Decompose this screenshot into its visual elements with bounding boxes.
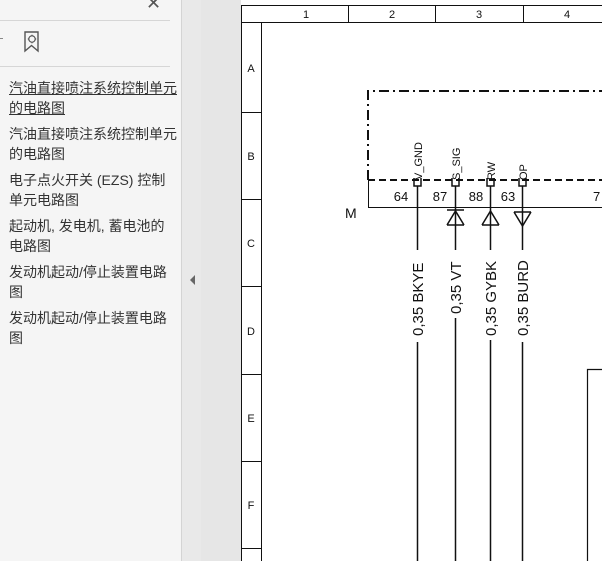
control-unit-outline [367, 90, 602, 180]
panel-divider [0, 66, 170, 67]
document-view[interactable]: 1 2 3 4 A B C D E F M [201, 0, 602, 561]
column-label: 3 [476, 9, 482, 21]
pin-signal-label: RW [486, 161, 498, 180]
wire-label: 0,35 BKYE [410, 263, 427, 336]
triangle-left-icon[interactable] [189, 274, 197, 286]
bookmark-settings-icon[interactable] [22, 30, 44, 54]
wire-label: 0,35 GYBK [483, 261, 500, 336]
row-label: E [247, 413, 254, 425]
frame-outer [241, 5, 602, 561]
pin-number: 64 [394, 189, 408, 204]
bookmark-item[interactable]: 汽油直接喷注系统控制单元的电路图 [9, 80, 177, 116]
bookmark-item[interactable]: 发动机起动/停止装置电路图 [9, 310, 167, 346]
pin-number: 87 [433, 189, 447, 204]
panel-edge-mark [0, 38, 3, 39]
row-label: C [247, 238, 255, 250]
pin-number: 63 [501, 189, 515, 204]
wires [416, 186, 524, 561]
bookmark-item[interactable]: 发动机起动/停止装置电路图 [9, 264, 167, 300]
panel-divider [0, 20, 170, 21]
pin-number: 7 [593, 189, 600, 204]
wire-label: 0,35 BURD [515, 260, 532, 336]
bookmark-item[interactable]: 电子点火开关 (EZS) 控制单元电路图 [9, 172, 166, 208]
pin-signal-label: S_SIG [451, 148, 463, 180]
output-arrow-icon [513, 211, 532, 228]
component-label: M [345, 205, 357, 221]
column-label: 4 [564, 9, 570, 21]
row-label: B [247, 151, 254, 163]
pin-number: 88 [469, 189, 483, 204]
adjacent-component-outline [586, 368, 602, 561]
wire-label: 0,35 VT [448, 261, 465, 314]
row-label: D [247, 326, 255, 338]
column-label: 1 [303, 9, 309, 21]
bookmark-item[interactable]: 汽油直接喷注系统控制单元的电路图 [9, 126, 177, 162]
bookmark-item[interactable]: 起动机, 发电机, 蓄电池的电路图 [9, 218, 165, 254]
wiring-diagram: 1 2 3 4 A B C D E F M [241, 5, 602, 561]
close-panel-icon[interactable]: ✕ [146, 0, 162, 13]
row-label: F [248, 500, 255, 512]
pin-signal-label: OP [518, 164, 530, 180]
input-arrow-icon [481, 209, 500, 226]
bookmarks-panel: ✕ 汽油直接喷注系统控制单元的电路图 汽油直接喷注系统控制单元的电路图 电子点火… [0, 0, 182, 561]
row-label: A [247, 63, 255, 75]
column-label: 2 [389, 9, 395, 21]
bidirectional-arrow-icon [446, 209, 465, 226]
bookmark-list: 汽油直接喷注系统控制单元的电路图 汽油直接喷注系统控制单元的电路图 电子点火开关… [9, 78, 177, 354]
pdf-page: 1 2 3 4 A B C D E F M [241, 0, 602, 561]
pin-signal-label: V_GND [413, 142, 425, 180]
